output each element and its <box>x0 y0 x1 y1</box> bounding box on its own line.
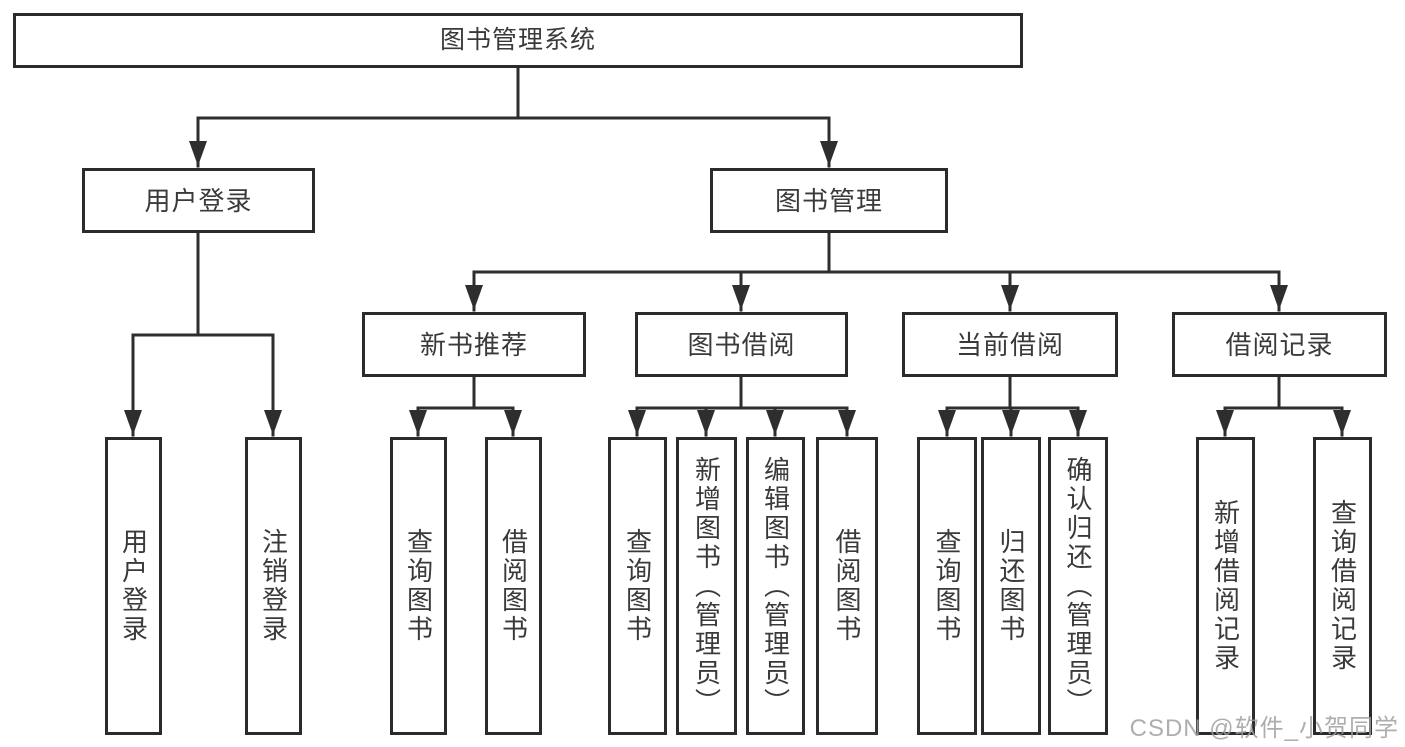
node-book-management: 图书管理 <box>710 168 948 233</box>
node-label: 查询借阅记录 <box>1327 499 1358 673</box>
connector-root-to-level2 <box>189 66 838 168</box>
node-query-books-current: 查询图书 <box>917 437 977 735</box>
node-label: 编辑图书（管理员） <box>760 455 791 717</box>
node-add-borrow-record: 新增借阅记录 <box>1196 437 1255 735</box>
node-label: 查询图书 <box>622 528 653 644</box>
node-borrow-records: 借阅记录 <box>1172 312 1387 377</box>
connector-new-book-recommend <box>409 375 522 437</box>
connector-current-borrowing <box>938 375 1087 437</box>
node-user-login: 用户登录 <box>82 168 315 233</box>
node-label: 查询图书 <box>932 528 962 644</box>
node-label: 借阅图书 <box>832 528 862 644</box>
node-label: 注销登录 <box>258 528 289 644</box>
node-library-system: 图书管理系统 <box>13 13 1023 68</box>
node-confirm-return-admin: 确认归还（管理员） <box>1048 437 1108 735</box>
node-label: 查询图书 <box>403 528 434 644</box>
node-borrow-books-recommend: 借阅图书 <box>485 437 542 735</box>
node-add-books-admin: 新增图书（管理员） <box>676 437 737 735</box>
node-book-borrowing: 图书借阅 <box>635 312 848 377</box>
node-label: 新增图书（管理员） <box>691 455 722 717</box>
connector-borrow-records <box>1216 375 1351 437</box>
node-logout-leaf: 注销登录 <box>245 437 302 735</box>
connector-user-login <box>124 231 282 437</box>
node-label: 确认归还（管理员） <box>1063 455 1093 717</box>
node-query-borrow-record: 查询借阅记录 <box>1313 437 1372 735</box>
node-edit-books-admin: 编辑图书（管理员） <box>746 437 805 735</box>
node-label: 用户登录 <box>118 528 149 644</box>
node-return-books: 归还图书 <box>981 437 1041 735</box>
csdn-watermark: CSDN @软件_小贺同学 <box>1129 715 1399 742</box>
node-query-books-recommend: 查询图书 <box>390 437 447 735</box>
node-user-login-leaf: 用户登录 <box>105 437 162 735</box>
connector-book-borrowing <box>628 375 856 437</box>
node-label: 借阅图书 <box>498 528 529 644</box>
node-borrow-books-leaf: 借阅图书 <box>816 437 878 735</box>
node-query-books-borrowing: 查询图书 <box>608 437 667 735</box>
connector-book-management <box>465 231 1288 312</box>
node-label: 新增借阅记录 <box>1210 499 1241 673</box>
node-label: 归还图书 <box>996 528 1026 644</box>
node-new-book-recommend: 新书推荐 <box>362 312 586 377</box>
node-current-borrowing: 当前借阅 <box>902 312 1118 377</box>
